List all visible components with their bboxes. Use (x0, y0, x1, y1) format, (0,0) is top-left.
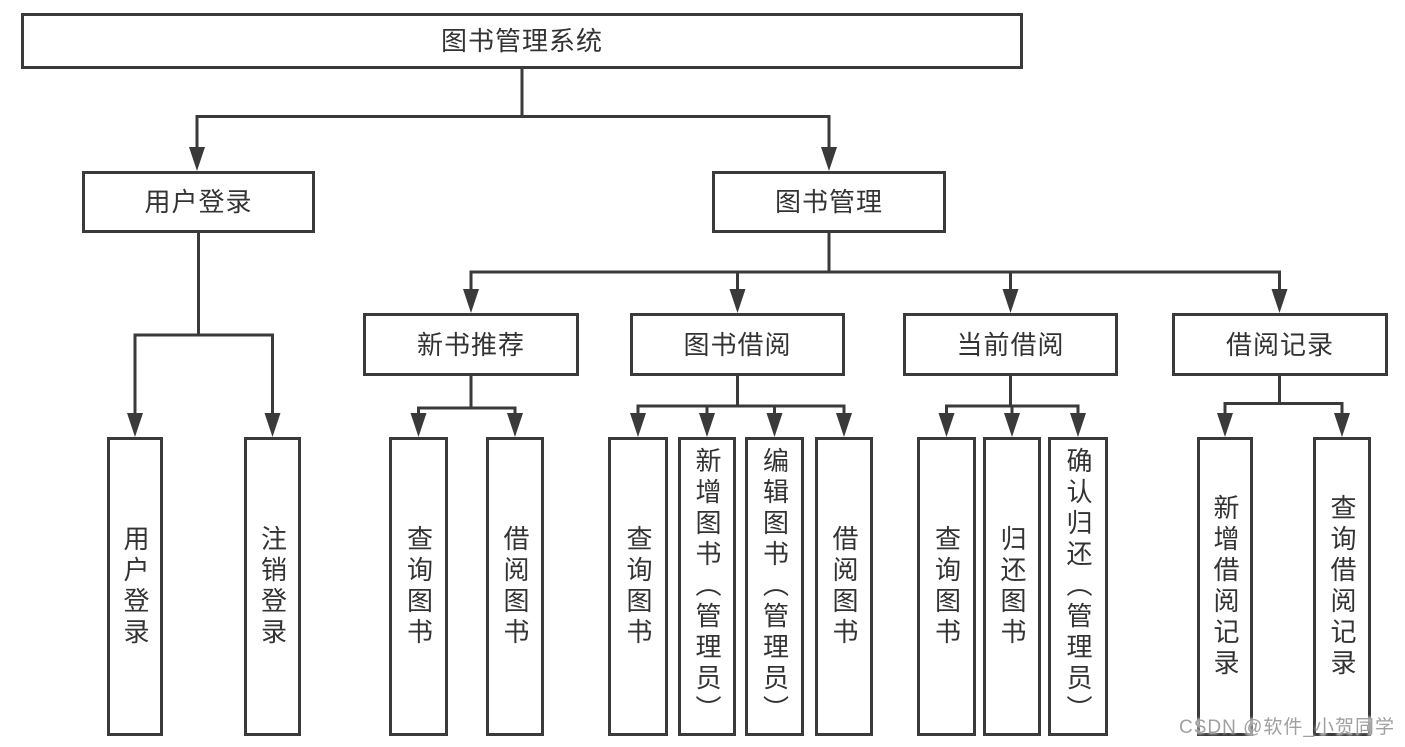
leaf-label: 注销登录 (257, 524, 288, 649)
leaf-label: 借阅图书 (500, 524, 530, 649)
leaf-borrow-query-book: 查询图书 (608, 437, 668, 736)
leaf-records-add-record: 新增借阅记录 (1197, 437, 1253, 736)
csdn-watermark: CSDN @软件_小贺同学 (1179, 717, 1395, 738)
leaf-label: 查询图书 (403, 524, 434, 649)
arrowheads (127, 147, 1350, 437)
leaf-borrow-add-book-admin: 新增图书（管理员） (678, 437, 736, 736)
leaf-user-login: 用户登录 (107, 437, 163, 736)
leaf-logout-login: 注销登录 (244, 437, 301, 736)
leaf-current-confirm-return-admin: 确认归还（管理员） (1048, 437, 1108, 736)
leaf-current-return-book: 归还图书 (983, 437, 1041, 736)
node-new-book-recommend: 新书推荐 (363, 313, 579, 376)
leaf-label: 确认归还（管理员） (1063, 447, 1093, 726)
node-borrowing-records: 借阅记录 (1172, 313, 1388, 376)
leaf-current-query-book: 查询图书 (917, 437, 976, 736)
node-book-borrowing: 图书借阅 (630, 313, 845, 376)
leaf-label: 用户登录 (120, 524, 150, 649)
leaf-label: 新增图书（管理员） (692, 447, 722, 726)
leaf-label: 查询借阅记录 (1327, 493, 1357, 680)
leaf-records-query-record: 查询借阅记录 (1313, 437, 1371, 736)
node-book-management: 图书管理 (712, 171, 946, 233)
node-user-login: 用户登录 (82, 171, 315, 233)
leaf-recommend-query-book: 查询图书 (389, 437, 448, 736)
node-current-borrowing: 当前借阅 (903, 313, 1118, 376)
leaf-label: 查询图书 (623, 524, 653, 649)
leaf-label: 查询图书 (931, 524, 962, 649)
leaf-recommend-borrow-book: 借阅图书 (486, 437, 544, 736)
leaf-label: 编辑图书（管理员） (759, 447, 790, 726)
leaf-label: 借阅图书 (829, 524, 859, 649)
leaf-borrow-borrow-book: 借阅图书 (815, 437, 873, 736)
leaf-borrow-edit-book-admin: 编辑图书（管理员） (745, 437, 804, 736)
node-root-library-system: 图书管理系统 (21, 13, 1023, 69)
leaf-label: 新增借阅记录 (1210, 493, 1240, 680)
leaf-label: 归还图书 (997, 524, 1027, 649)
